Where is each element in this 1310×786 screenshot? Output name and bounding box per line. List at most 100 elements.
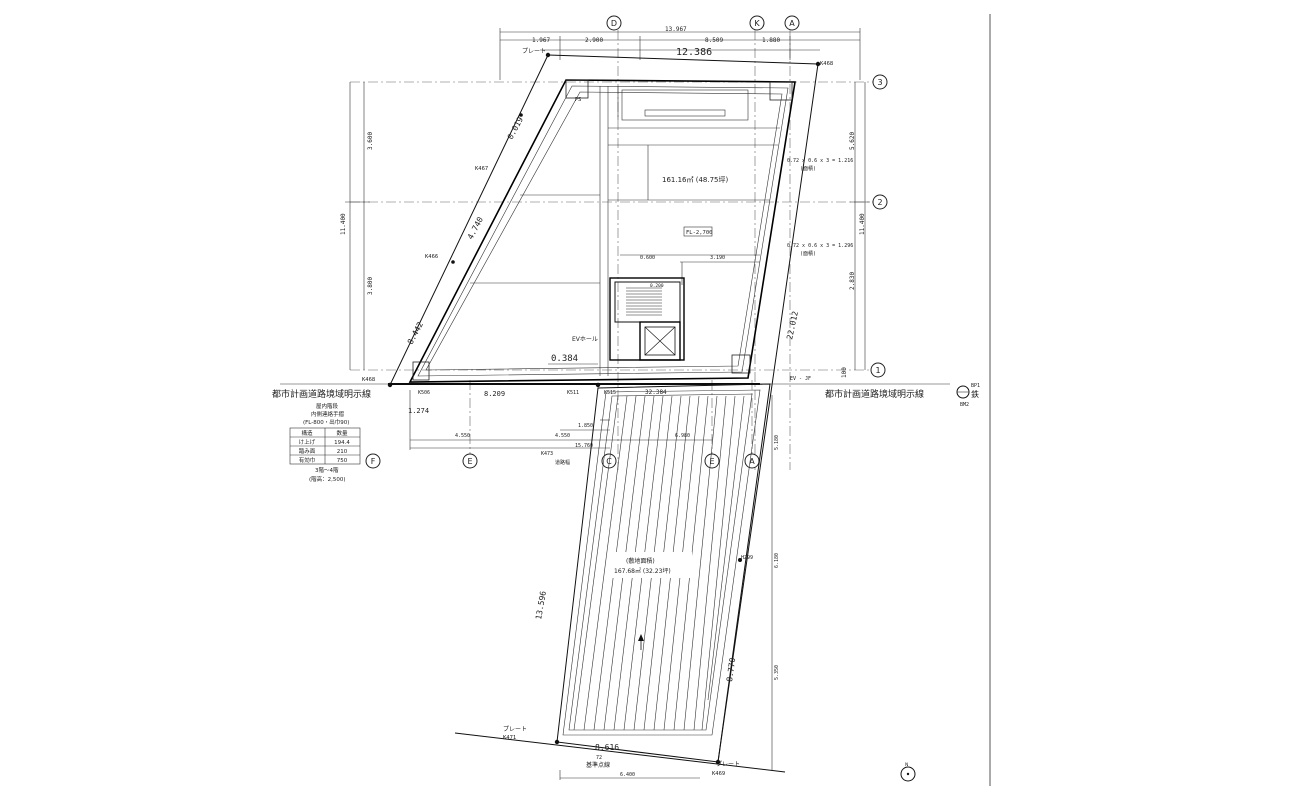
stair-row-3-label: 有効巾 — [299, 456, 316, 464]
point-k468: K468 — [820, 61, 833, 67]
fl-label: FL-2,700 — [686, 230, 713, 236]
main-area-label: 161.16㎡ (48.75坪) — [662, 176, 728, 184]
plate-label-bottom-right: プレート — [716, 761, 740, 768]
bottom-datum-label: 基準点線 — [586, 761, 610, 769]
grid-label-right-3: 3 — [877, 78, 882, 87]
stair-row-1-label: け上げ — [299, 438, 316, 446]
top-dim-seg-3: 8.509 — [705, 37, 723, 44]
north-mark-label: N — [905, 762, 908, 768]
bottom-base-dim-line — [559, 770, 700, 780]
road-width-label: 道路幅 — [555, 459, 570, 466]
road-label-right: 都市計画道路境域明示線 — [825, 388, 924, 400]
v-dim-right-2: 6.180 — [774, 553, 780, 568]
road-label-left: 都市計画道路境域明示線 — [272, 388, 371, 400]
grid-label-bottom-e2: E — [709, 457, 714, 466]
stair-header-1: 構造 — [301, 429, 313, 437]
grid-label-top-a: A — [789, 19, 795, 28]
right-note-4: (面積) — [800, 250, 816, 257]
grid-bubbles — [365, 15, 888, 469]
grid-label-bottom-a: A — [749, 457, 755, 466]
lower-area-label-bg — [612, 552, 692, 578]
dim-6980: 6.980 — [675, 433, 690, 439]
lower-parcel — [556, 383, 771, 763]
grid-label-bottom-e: E — [467, 457, 472, 466]
point-k511: K511 — [567, 390, 579, 396]
stair-footer-2: (階高：2,500) — [309, 475, 346, 483]
stair-header-2: 数量 — [336, 429, 348, 437]
inner-dim-b: 3.190 — [710, 255, 725, 261]
diag-dim-lower-right: 8.770 — [725, 657, 737, 682]
dim-1274: 1.274 — [408, 407, 429, 415]
right-dimension-lines — [850, 82, 870, 370]
dim-0384: 0.384 — [551, 354, 578, 364]
point-hz99: HZ99 — [741, 555, 753, 561]
top-dimension-lines — [499, 28, 861, 80]
right-note-1: 0.72 x 0.6 x 3 = 1.216 — [787, 158, 853, 164]
lower-dimension-lines — [409, 390, 773, 770]
inner-dim-a: 0.600 — [640, 255, 655, 261]
point-k473: K473 — [541, 451, 553, 457]
diag-dim-right: 22.012 — [785, 310, 800, 340]
dim-4550-a: 4.550 — [455, 433, 470, 439]
right-dim-small: 100 — [841, 367, 848, 378]
ps-label: PS — [575, 97, 581, 103]
point-k468-left: K468 — [362, 377, 375, 383]
v-dim-right-1: 5.180 — [774, 435, 780, 450]
stair-width-dim: 0.200 — [650, 283, 664, 289]
bottom-base-dim: 6.400 — [620, 772, 635, 778]
grid-lines — [350, 30, 880, 470]
lower-arrowhead — [638, 634, 644, 641]
plate-label-bottom-left: プレート — [503, 726, 527, 733]
right-dim-total: 11.400 — [859, 213, 866, 235]
interior-lines — [470, 86, 780, 376]
right-note-3: 0.72 x 0.6 x 3 = 1.296 — [787, 243, 853, 249]
grid-label-bottom-f: F — [371, 457, 376, 466]
right-dim-lower: 2.830 — [849, 272, 856, 290]
bp1-label: BP1 — [971, 383, 980, 389]
top-dim-seg-2: 2.900 — [585, 37, 603, 44]
bottom-sub-dim: 72 — [596, 755, 602, 761]
top-dim-seg-1: 1.967 — [532, 37, 550, 44]
columns — [412, 79, 793, 381]
lower-area-label-1: (敷地面積) — [626, 557, 655, 565]
left-dimension-lines — [345, 82, 370, 370]
stair-spec-table — [289, 427, 361, 465]
stair-row-2-value: 210 — [337, 449, 348, 455]
plate-label-top: プレート — [522, 48, 546, 55]
top-dim-seg-4: 1.880 — [762, 37, 780, 44]
right-dim-upper: 5.620 — [849, 132, 856, 150]
left-dim-total: 11.400 — [340, 213, 347, 235]
bottom-road-line — [454, 732, 786, 773]
stair-title-3: (FL-800・出巾90) — [303, 418, 349, 426]
right-note-2: (面積) — [800, 165, 816, 172]
point-k466: K466 — [425, 254, 438, 260]
ev-jf-label: EV - JF — [790, 376, 811, 382]
diag-dim-mid-left: 4.740 — [466, 215, 485, 241]
stair-row-2-label: 踏み面 — [299, 447, 316, 455]
stair-core — [609, 277, 685, 361]
bp1-tetsu: 鉄 — [971, 389, 979, 399]
grid-label-right-2: 2 — [877, 198, 882, 207]
dim-4550-b: 4.550 — [555, 433, 570, 439]
ev-hall-label: EVホール — [572, 336, 598, 343]
stair-row-1-value: 194.4 — [334, 440, 350, 446]
north-mark-dot — [906, 772, 910, 776]
point-k469: K469 — [712, 771, 725, 777]
point-k515: K515 — [604, 390, 616, 396]
point-k506: K506 — [418, 390, 430, 396]
left-dim-lower: 3.800 — [367, 277, 374, 295]
grid-label-top-k: K — [754, 19, 760, 28]
bottom-width-dim: 8.616 — [595, 743, 619, 752]
stair-title-1: 屋内階段 — [316, 402, 339, 410]
top-dim-total: 13.967 — [665, 26, 687, 33]
left-dim-upper: 3.600 — [367, 132, 374, 150]
stair-title-2: 内側連絡手摺 — [311, 410, 345, 418]
lower-area-label-2: 167.68㎡ (32.23坪) — [614, 567, 671, 575]
bm2-label: BM2 — [960, 402, 969, 408]
v-dim-right-3: 5.350 — [774, 665, 780, 680]
grid-label-top-d: D — [611, 19, 617, 28]
diag-dim-upper-left: 0.019 — [506, 115, 525, 141]
stair-row-3-value: 750 — [337, 458, 348, 464]
dim-8209: 8.209 — [484, 390, 505, 398]
